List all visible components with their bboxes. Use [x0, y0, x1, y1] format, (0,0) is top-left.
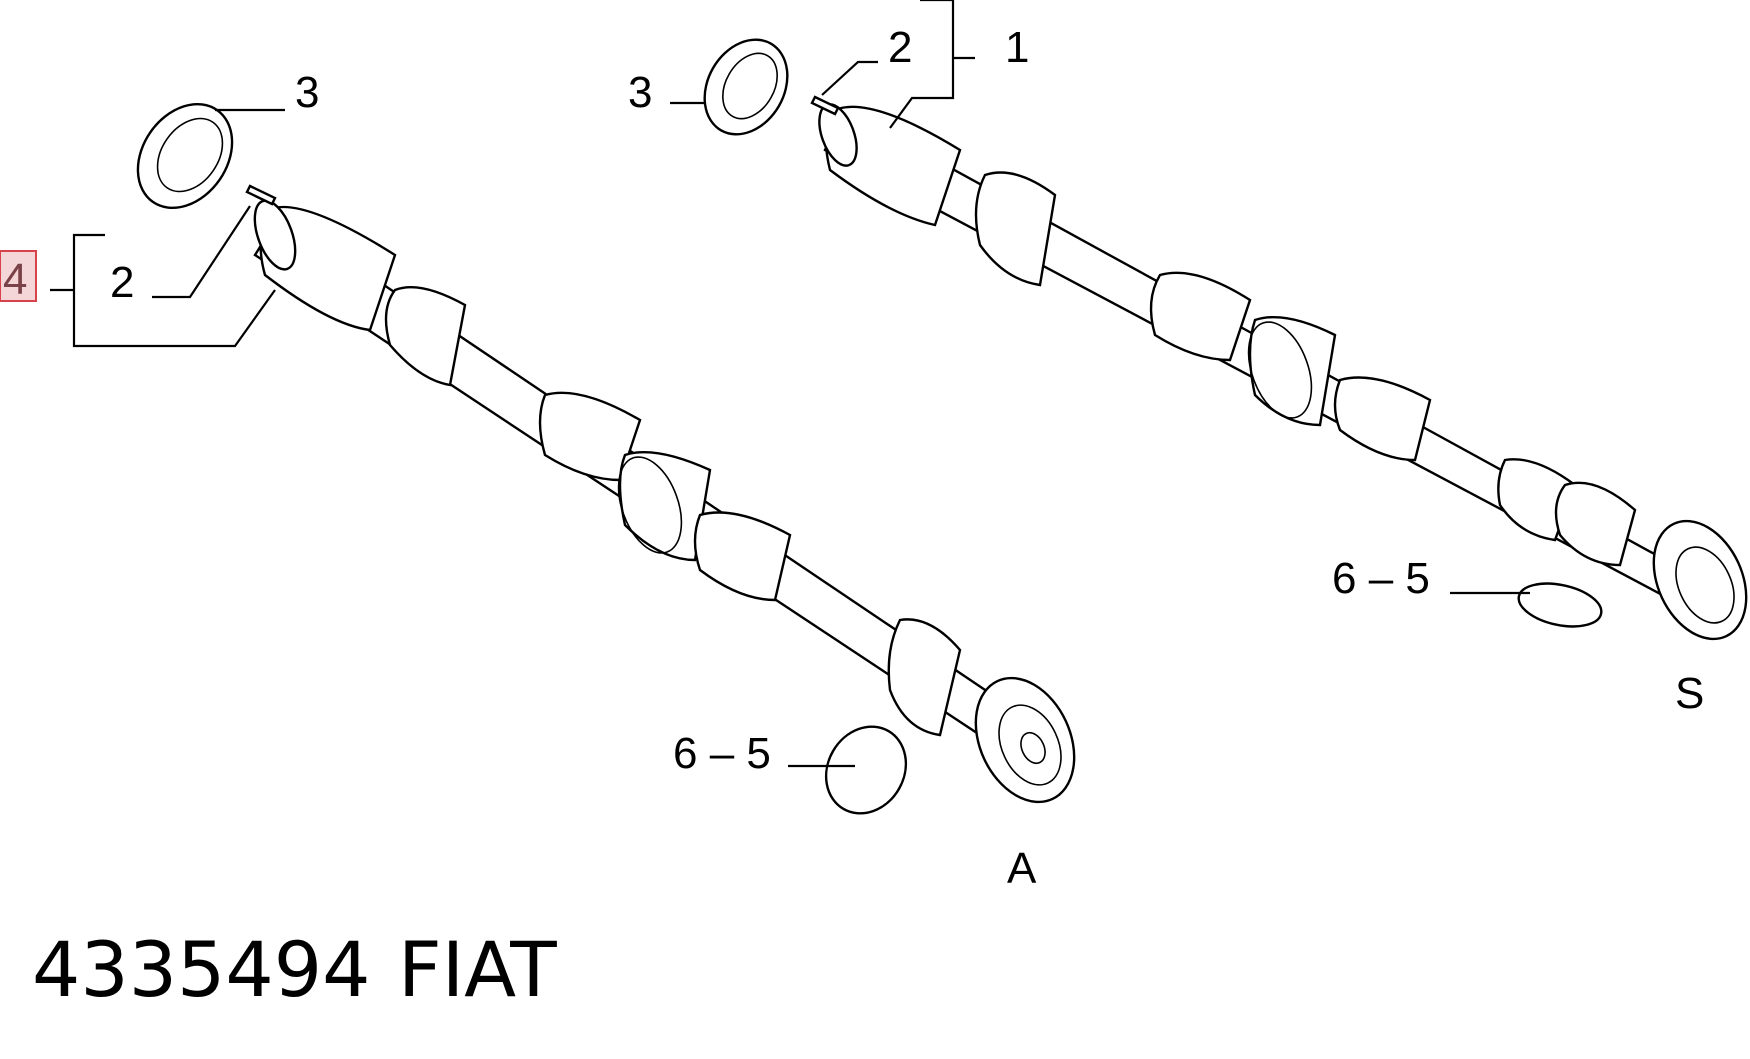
callout-right-assembly: 1: [1005, 23, 1029, 72]
callout-right-pin: 2: [888, 23, 912, 72]
callout-right-oring: 6 – 5: [1332, 554, 1430, 603]
left-cam-1[interactable]: [384, 286, 467, 387]
right-journal-1-face: [1247, 321, 1313, 419]
left-journal-1-face: [617, 456, 683, 554]
bracket-right-assembly: [889, 0, 955, 129]
right-oring[interactable]: [1515, 577, 1605, 634]
part-number: 4335494: [32, 925, 370, 1014]
left-seal-outer: [136, 102, 234, 210]
right-cam-2[interactable]: [1149, 271, 1252, 362]
left-pin-body: [245, 184, 277, 206]
right-dowel-pin[interactable]: [810, 95, 840, 116]
right-camshaft: [818, 103, 1748, 641]
left-shaft-rear-flange: [974, 676, 1076, 804]
left-camshaft: [253, 199, 1076, 804]
footer: 4335494 FIAT: [32, 925, 557, 1014]
right-seal-outer: [703, 38, 789, 136]
callout-left-seal: 3: [295, 68, 319, 117]
highlight-box-left-assembly[interactable]: [0, 250, 37, 302]
left-seal[interactable]: [118, 86, 251, 226]
left-shaft-front-face: [253, 199, 297, 271]
callout-right-shaft-letter: S: [1675, 669, 1704, 718]
right-cam-5[interactable]: [1554, 481, 1637, 567]
right-shaft-rear-face: [1675, 546, 1735, 624]
callout-left-shaft-letter: A: [1007, 844, 1037, 893]
callout-left-oring: 6 – 5: [673, 729, 771, 778]
left-shaft-rear-center: [1020, 731, 1046, 765]
left-dowel-pin[interactable]: [245, 184, 277, 206]
callout-labels: 3 2 4 6 – 5 A 3 2 1 6 – 5 S: [0, 23, 1704, 893]
right-seal-inner: [722, 52, 778, 120]
brand-name: FIAT: [398, 925, 557, 1014]
callout-left-assembly[interactable]: 4: [3, 255, 27, 304]
right-cam-3[interactable]: [1333, 376, 1432, 462]
right-seal[interactable]: [688, 25, 804, 150]
left-shaft-rear-face: [998, 704, 1062, 786]
right-shaft-rear-flange: [1652, 519, 1748, 641]
left-cam-4[interactable]: [887, 618, 962, 737]
left-cam-3[interactable]: [693, 511, 792, 602]
left-oring[interactable]: [811, 712, 922, 828]
left-cam-2[interactable]: [538, 391, 642, 482]
left-seal-inner: [156, 117, 224, 193]
leader-right-pin: [821, 60, 878, 96]
left-journal-1[interactable]: [618, 450, 712, 562]
callout-right-seal: 3: [628, 68, 652, 117]
bracket-left-assembly: [72, 233, 276, 348]
right-journal-1[interactable]: [1248, 315, 1337, 427]
callout-left-pin: 2: [110, 258, 134, 307]
right-cam-1[interactable]: [974, 171, 1057, 287]
leader-lines: [50, 0, 1530, 768]
leader-left-pin: [152, 205, 251, 299]
right-pin-body: [810, 95, 840, 116]
